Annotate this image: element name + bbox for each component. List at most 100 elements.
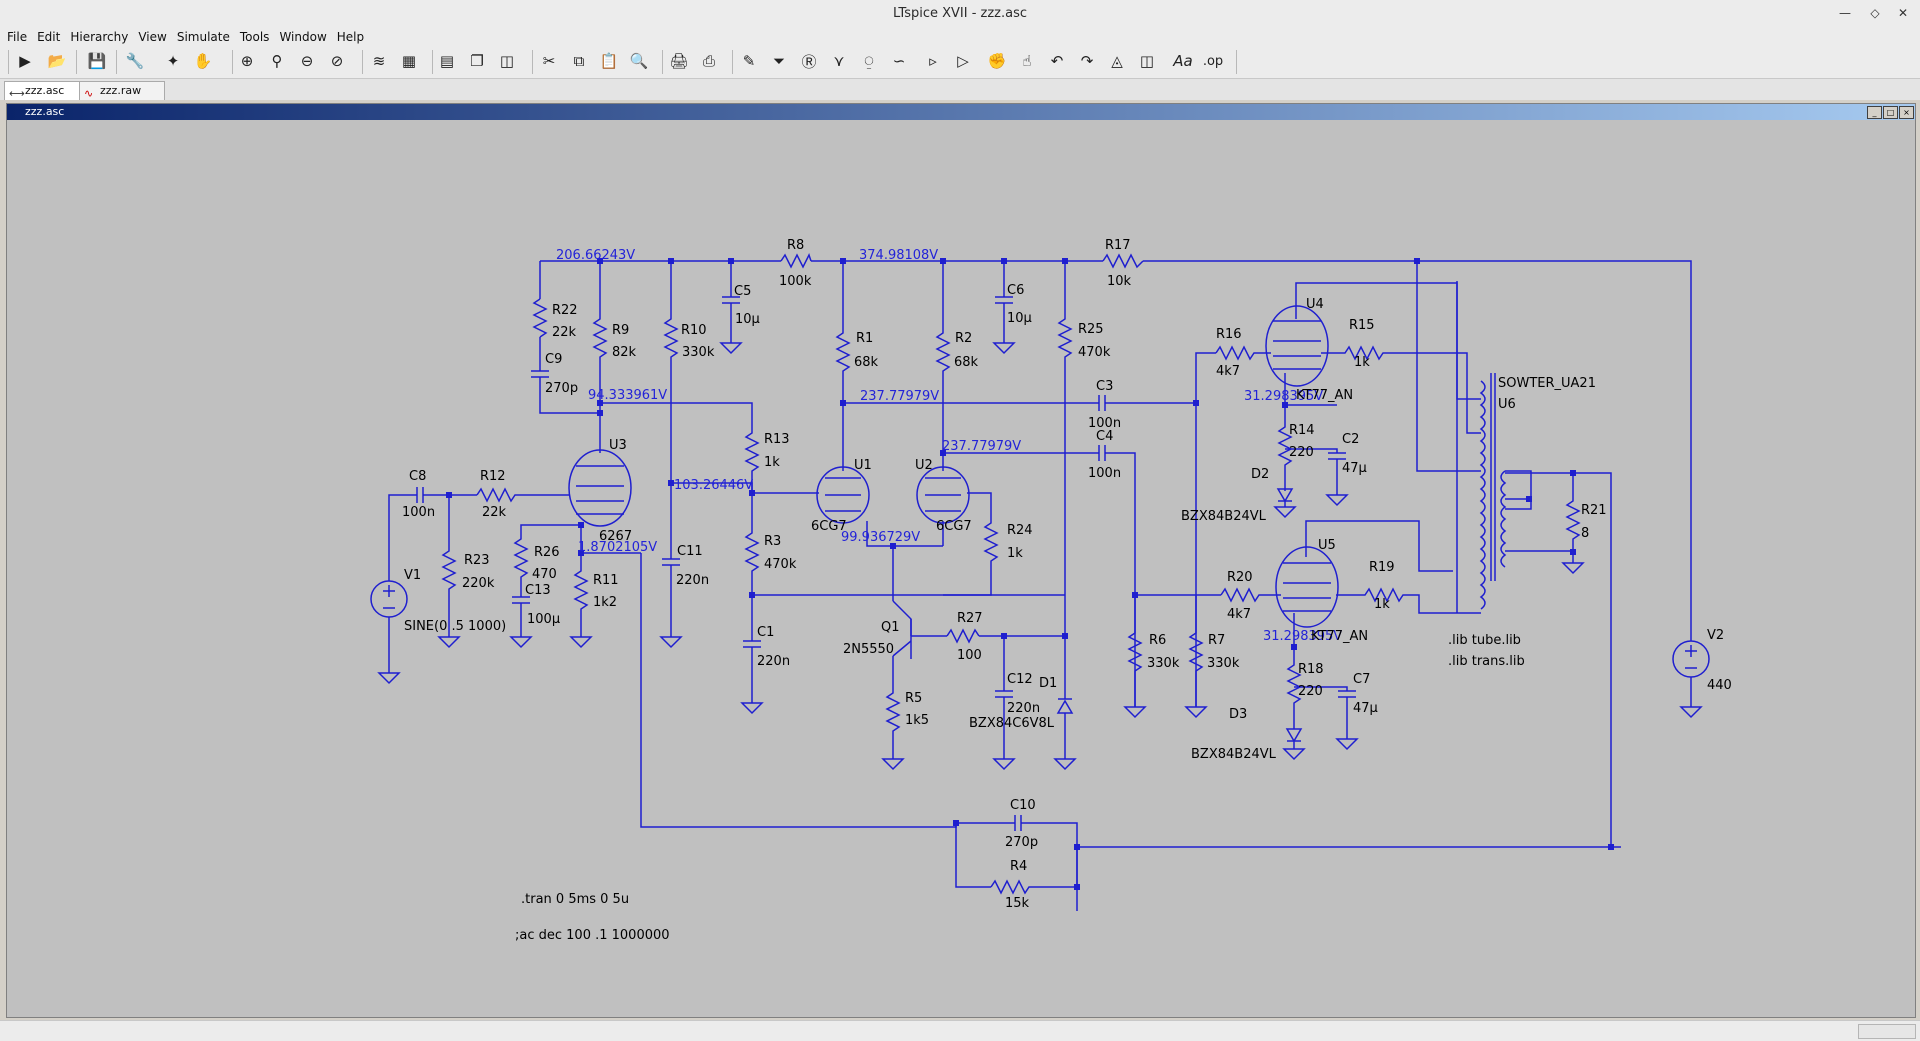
- component-label: R20: [1227, 570, 1253, 585]
- component-label: 22k: [552, 325, 577, 340]
- inductor-icon[interactable]: ∽: [892, 52, 906, 70]
- tab-zzz-asc[interactable]: ⟷ zzz.asc: [4, 81, 82, 100]
- close-button[interactable]: ✕: [1897, 6, 1909, 20]
- diode-icon[interactable]: ▹: [929, 52, 937, 70]
- component-label: 470: [532, 567, 557, 582]
- drag-hand-icon[interactable]: ☝: [1022, 52, 1032, 70]
- mdi-maximize-button[interactable]: □: [1883, 106, 1898, 119]
- voltage-annotation: 237.77979V: [860, 389, 939, 404]
- tile-horizontal-icon[interactable]: ▤: [439, 52, 455, 70]
- print-setup-icon[interactable]: ⎙: [702, 52, 715, 70]
- zoom-out-icon[interactable]: ⊖: [300, 52, 314, 70]
- paste-icon[interactable]: 📋: [599, 52, 619, 70]
- component-label: 330k: [1147, 656, 1180, 671]
- grid-icon[interactable]: ▦: [401, 52, 417, 70]
- component-label: 2N5550: [843, 642, 894, 657]
- component-label: 68k: [854, 355, 879, 370]
- component-label: C3: [1096, 379, 1113, 394]
- junction-dots: [446, 258, 1614, 890]
- mdi-minimize-button[interactable]: _: [1867, 106, 1882, 119]
- run-icon[interactable]: ▶: [19, 52, 31, 70]
- menu-window[interactable]: Window: [279, 30, 327, 44]
- capacitor-icon[interactable]: ⍜: [864, 52, 874, 70]
- component-label: 330k: [1207, 656, 1240, 671]
- schematic-window-title: zzz.asc: [25, 105, 65, 118]
- minimize-button[interactable]: —: [1839, 6, 1851, 20]
- tab-zzz-raw[interactable]: ∿ zzz.raw: [79, 81, 165, 100]
- text-icon[interactable]: Aa: [1173, 52, 1193, 70]
- zoom-cancel-icon[interactable]: ⊘: [330, 52, 344, 70]
- menu-view[interactable]: View: [138, 30, 167, 44]
- zoom-full-icon[interactable]: ⚲: [271, 52, 283, 70]
- component-label: KT77_AN: [1311, 629, 1368, 644]
- component-label: .lib trans.lib: [1448, 654, 1525, 669]
- menu-simulate[interactable]: Simulate: [176, 30, 230, 44]
- transformer-primary: [1479, 380, 1486, 610]
- schematic-drawing[interactable]: 206.66243VR8100k374.98108VR1710kR2222kR9…: [9, 122, 1911, 1014]
- component-label: R4: [1010, 859, 1027, 874]
- find-icon[interactable]: 🔍: [629, 52, 649, 70]
- component-label: C1: [757, 625, 774, 640]
- wires: [370, 253, 1710, 911]
- open-folder-icon[interactable]: 📂: [47, 52, 67, 70]
- component-label: R21: [1581, 503, 1607, 518]
- component-label: R18: [1298, 662, 1324, 677]
- schematic-window-titlebar: zzz.asc _ □ ×: [7, 104, 1915, 120]
- component-label: U4: [1306, 297, 1324, 312]
- component-label: C6: [1007, 283, 1024, 298]
- component-label: C10: [1010, 798, 1036, 813]
- mdi-close-button[interactable]: ×: [1899, 106, 1914, 119]
- move-hand-icon[interactable]: ✊: [987, 52, 1007, 70]
- resistor-icon[interactable]: ⋎: [833, 52, 845, 70]
- component-label: C4: [1096, 429, 1113, 444]
- menu-tools[interactable]: Tools: [239, 30, 270, 44]
- spice-directive-icon[interactable]: .op: [1202, 53, 1224, 69]
- component-label: U5: [1318, 538, 1336, 553]
- copy-icon[interactable]: ⧉: [573, 52, 585, 70]
- net-label-icon[interactable]: Ⓡ: [801, 52, 817, 71]
- tile-vertical-icon[interactable]: ◫: [499, 52, 515, 70]
- component-label: 100µ: [527, 612, 560, 627]
- component-label: C8: [409, 469, 426, 484]
- undo-icon[interactable]: ↶: [1050, 52, 1064, 70]
- draw-wire-icon[interactable]: ✎: [742, 52, 756, 70]
- component-label: 47µ: [1342, 461, 1367, 476]
- component-label: 6267: [599, 529, 632, 544]
- component-label: 220n: [757, 654, 790, 669]
- mirror-icon[interactable]: ◫: [1139, 52, 1155, 70]
- component-label: 6CG7: [811, 519, 847, 534]
- voltage-annotation: 206.66243V: [556, 248, 635, 263]
- menu-help[interactable]: Help: [336, 30, 365, 44]
- component-label: R6: [1149, 633, 1166, 648]
- redo-icon[interactable]: ↷: [1080, 52, 1094, 70]
- cut-icon[interactable]: ✂: [542, 52, 556, 70]
- zoom-in-icon[interactable]: ⊕: [240, 52, 254, 70]
- halt-icon[interactable]: ✦: [166, 52, 180, 70]
- control-panel-icon[interactable]: 🔧: [125, 52, 145, 70]
- menu-file[interactable]: File: [7, 30, 28, 44]
- component-label: .tran 0 5ms 0 5u: [521, 892, 629, 907]
- component-label: U3: [609, 438, 627, 453]
- component-label: R19: [1369, 560, 1395, 575]
- print-icon[interactable]: 🖨: [669, 52, 689, 70]
- component-label: D2: [1251, 467, 1269, 482]
- status-bar: [0, 1020, 1920, 1041]
- schematic-window: zzz.asc _ □ ×: [6, 103, 1916, 1018]
- component-label: C12: [1007, 672, 1033, 687]
- voltage-annotation: 374.98108V: [859, 248, 938, 263]
- component-icon[interactable]: ▷: [957, 52, 969, 70]
- component-label: 1k: [1007, 546, 1023, 561]
- ground-icon[interactable]: ⏷: [772, 52, 785, 70]
- restore-button[interactable]: ◇: [1870, 6, 1880, 20]
- pan-hand-icon[interactable]: ✋: [193, 52, 213, 70]
- menu-edit[interactable]: Edit: [37, 30, 61, 44]
- cascade-icon[interactable]: ❐: [470, 52, 484, 70]
- save-icon[interactable]: 💾: [87, 52, 107, 70]
- component-label: C5: [734, 284, 751, 299]
- rotate-icon[interactable]: ◬: [1111, 52, 1123, 70]
- autorange-icon[interactable]: ≋: [372, 52, 386, 70]
- tab-label: zzz.asc: [25, 84, 65, 97]
- component-label: 100n: [402, 505, 435, 520]
- menu-hierarchy[interactable]: Hierarchy: [70, 30, 129, 44]
